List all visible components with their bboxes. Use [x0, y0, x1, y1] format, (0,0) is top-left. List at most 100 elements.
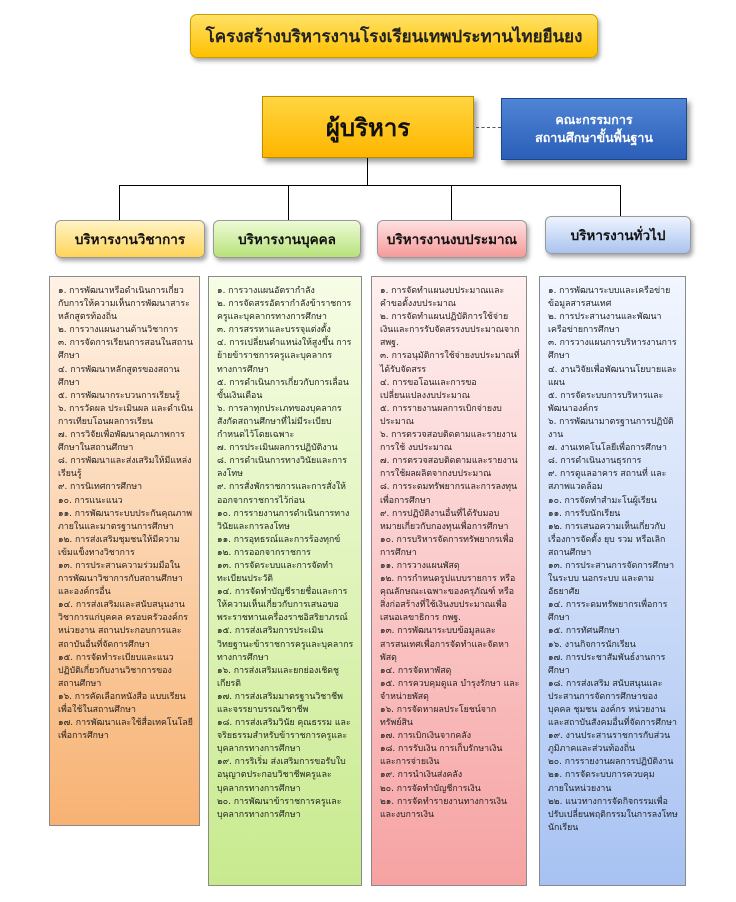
- committee-connector: [476, 127, 501, 128]
- task-item: ๘. การดำเนินงานธุรการ: [548, 456, 642, 467]
- task-item: ๑๑. การพัฒนาระบบประกันคุณภาพภายในและมาตร…: [58, 508, 193, 532]
- task-item: ๑๘. การส่งเสริมวินัย คุณธรรม และจริยธรรม…: [217, 718, 351, 755]
- task-item: ๔. งานวิจัยเพื่อพัฒนานโยบายและแผน: [548, 364, 677, 388]
- task-item: ๑๑. การอุทธรณ์และการร้องทุกข์: [217, 534, 341, 545]
- task-item: ๒. การจัดทำแผนปฏิบัติการใช้จ่ายเงินและกา…: [380, 312, 520, 349]
- dept-header-general: บริหารงานทั่วไป: [545, 216, 691, 254]
- task-item: ๒๑. การจัดทำรายงานทางการเงินและงบการเงิน: [380, 796, 507, 820]
- task-item: ๑๙. การนำเงินส่งคลัง: [380, 770, 463, 781]
- task-item: ๑๖. งานกิจการนักเรียน: [548, 639, 636, 650]
- task-item: ๖. การลาทุกประเภทของบุคลากรสังกัดสถานศึก…: [217, 403, 342, 441]
- task-item: ๑๕. การจัดทำระเบียบและแนวปฏิบัติเกี่ยวกั…: [58, 652, 174, 689]
- task-item: ๒. การวางแผนงานด้านวิชาการ: [58, 325, 179, 336]
- executive-stem: [367, 158, 368, 185]
- task-item: ๒๐. การจัดทำบัญชีการเงิน: [380, 783, 481, 794]
- task-item: ๕. การรายงานผลการเบิกจ่ายงบประมาณ: [380, 403, 502, 427]
- task-item: ๑. การพัฒนาหรือดำเนินการเกี่ยวกับการให้ค…: [58, 286, 190, 323]
- task-item: ๑. การจัดทำแผนงบประมาณและคำขอตั้งงบประมา…: [380, 286, 505, 310]
- task-item: ๑๙. งานประสานราชการกับส่วนภูมิภาคและส่วน…: [548, 731, 671, 755]
- task-item: ๓. การจัดการเรียนการสอนในสถานศึกษา: [58, 338, 193, 362]
- executive-box: ผู้บริหาร: [262, 96, 474, 158]
- task-item: ๑๗. การประชาสัมพันธ์งานการศึกษา: [548, 652, 666, 676]
- task-item: ๕. การจัดระบบการบริหารและพัฒนาองค์กร: [548, 390, 664, 414]
- task-item: ๒๒. แนวทางการจัดกิจกรรมเพื่อปรับเปลี่ยนพ…: [548, 796, 678, 833]
- task-item: ๑๒. การเสนอความเห็นเกี่ยวกับเรื่องการจัด…: [548, 521, 666, 558]
- branch-drop-academic: [119, 185, 120, 220]
- task-item: ๑. การวางแผนอัตรากำลัง: [217, 286, 315, 296]
- task-item: ๑๘. การส่งเสริม สนับสนุนและประสานการจัดก…: [548, 678, 677, 729]
- task-item: ๑๑. การวางแผนพัสดุ: [380, 560, 460, 571]
- task-item: ๔. การเปลี่ยนตำแหน่งให้สูงขึ้น การย้ายข้…: [217, 338, 352, 375]
- task-item: ๑๔. การจัดหาพัสดุ: [380, 665, 452, 676]
- task-item: ๙. การนิเทศการศึกษา: [58, 482, 143, 493]
- task-item: ๑๕. การควบคุมดูแล บำรุงรักษา และจำหน่ายพ…: [380, 678, 520, 702]
- task-item: ๙. การสั่งพักราชการและการสั่งให้ออกจากรา…: [217, 482, 346, 506]
- task-item: ๑๐. การบริหารจัดการทรัพยากรเพื่อการศึกษา: [380, 534, 514, 558]
- task-item: ๑๖. การคัดเลือกหนังสือ แบบเรียนเพื่อใช้ใ…: [58, 691, 186, 715]
- task-item: ๒. การจัดสรรอัตรากำลังข้าราชการครูและบุค…: [217, 299, 352, 323]
- task-item: ๓. การวางแผนการบริหารงานการศึกษา: [548, 338, 677, 362]
- task-item: ๑๔. การส่งเสริมและสนับสนุนงานวิชาการแก่บ…: [58, 600, 188, 650]
- task-item: ๖. การพัฒนามาตรฐานการปฏิบัติงาน: [548, 416, 674, 441]
- task-item: ๖. การวัดผล ประเมินผล และดำเนินการเทียบโ…: [58, 403, 193, 427]
- task-item: ๘. การดำเนินการทางวินัยและการลงโทษ: [217, 456, 347, 480]
- task-item: ๗. การประเมินผลการปฏิบัติงาน: [217, 443, 338, 454]
- task-list-general: ๑. การพัฒนาระบบและเครือข่ายข้อมูลสารสนเท…: [539, 276, 686, 886]
- task-item: ๑๓. การประสานความร่วมมือในการพัฒนาวิชากา…: [58, 560, 183, 598]
- task-item: ๑๓. การพัฒนาระบบข้อมูลและสารสนเทศเพื่อกา…: [380, 626, 509, 663]
- task-list-budget: ๑. การจัดทำแผนงบประมาณและคำขอตั้งงบประมา…: [371, 276, 527, 886]
- task-item: ๓. การสรรหาและบรรจุแต่งตั้ง: [217, 325, 331, 336]
- task-item: ๑๒. การส่งเสริมชุมชนให้มีความเข้มแข็งทาง…: [58, 534, 180, 558]
- task-item: ๗. การตรวจสอบติดตามและรายงานการใช้ผลผลิต…: [380, 456, 518, 480]
- task-item: ๑๒. การออกจากราชการ: [217, 547, 311, 558]
- task-item: ๑๖. การส่งเสริมและยกย่องเชิดชูเกียรติ: [217, 665, 339, 689]
- branch-bar: [119, 185, 620, 186]
- task-item: ๕. การดำเนินการเกี่ยวกับการเลื่อนขั้นเงิ…: [217, 377, 349, 401]
- branch-drop-general: [620, 185, 621, 216]
- task-item: ๑๓. การประสานการจัดการศึกษาในระบบ นอกระบ…: [548, 560, 675, 598]
- committee-box: คณะกรรมการ สถานศึกษาขั้นพื้นฐาน: [501, 98, 687, 160]
- branch-drop-budget: [451, 185, 452, 220]
- task-item: ๑๑. การรับนักเรียน: [548, 508, 621, 519]
- task-list-personnel: ๑. การวางแผนอัตรากำลัง๒. การจัดสรรอัตราก…: [208, 276, 362, 886]
- committee-line-1: คณะกรรมการ: [555, 111, 633, 127]
- task-item: ๙. การดูแลอาคาร สถานที่ และสภาพแวดล้อม: [548, 469, 667, 493]
- task-item: ๔. การพัฒนาหลักสูตรของสถานศึกษา: [58, 364, 180, 388]
- task-item: ๙. การปฏิบัติงานอื่นที่ได้รับมอบหมายเกี่…: [380, 508, 509, 532]
- task-item: ๒๑. การจัดระบบการควบคุมภายในหน่วยงาน: [548, 770, 655, 794]
- task-item: ๘. การพัฒนาและส่งเสริมให้มีแหล่งเรียนรู้: [58, 456, 192, 480]
- task-item: ๑. การพัฒนาระบบและเครือข่ายข้อมูลสารสนเท…: [548, 286, 671, 310]
- task-item: ๑๗. การพัฒนาและใช้สื่อเทคโนโลยีเพื่อการศ…: [58, 718, 193, 742]
- task-item: ๖. การตรวจสอบติดตามและรายงานการใช้ งบประ…: [380, 430, 517, 454]
- page-title: โครงสร้างบริหารงานโรงเรียนเทพประทานไทยยื…: [190, 14, 598, 58]
- task-item: ๑๕. การทัศนศึกษา: [548, 626, 620, 637]
- task-item: ๑๓. การจัดระบบและการจัดทำทะเบียนประวัติ: [217, 560, 334, 585]
- task-item: ๒๐. การรายงานผลการปฏิบัติงาน: [548, 757, 674, 768]
- task-item: ๑๕. การส่งเสริมการประเมินวิทยฐานะข้าราชก…: [217, 626, 354, 663]
- task-item: ๑๐. การแนะแนว: [58, 495, 123, 506]
- task-item: ๗. งานเทคโนโลยีเพื่อการศึกษา: [548, 443, 667, 454]
- task-item: ๑๗. การส่งเสริมมาตรฐานวิชาชีพและจรรยาบรร…: [217, 691, 343, 715]
- task-item: ๑๘. การรับเงิน การเก็บรักษาเงิน และการจ่…: [380, 744, 503, 768]
- task-item: ๑๙. การริเริ่ม ส่งเสริมการขอรับใบอนุญาตป…: [217, 757, 346, 794]
- task-item: ๑๔. การจัดทำบัญชีรายชื่อและการให้ความเห็…: [217, 587, 348, 624]
- task-item: ๓. การอนุมัติการใช้จ่ายงบประมาณที่ได้รับ…: [380, 351, 520, 375]
- task-item: ๕. การพัฒนากระบวนการเรียนรู้: [58, 390, 180, 401]
- task-item: ๑๔. การระดมทรัพยากรเพื่อการศึกษา: [548, 600, 668, 624]
- task-item: ๗. การวิจัยเพื่อพัฒนาคุณภาพการศึกษาในสถา…: [58, 430, 185, 454]
- task-item: ๘. การระดมทรัพยากรและการลงทุนเพื่อการศึก…: [380, 482, 518, 506]
- dept-header-academic: บริหารงานวิชาการ: [55, 220, 205, 258]
- task-list-academic: ๑. การพัฒนาหรือดำเนินการเกี่ยวกับการให้ค…: [49, 276, 200, 826]
- branch-drop-personnel: [288, 185, 289, 220]
- dept-header-budget: บริหารงานงบประมาณ: [377, 220, 527, 258]
- task-item: ๔. การขอโอนและการขอเปลี่ยนแปลงงบประมาณ: [380, 377, 477, 401]
- task-item: ๑๗. การเบิกเงินจากคลัง: [380, 731, 472, 742]
- task-item: ๒. การประสานงานและพัฒนาเครือข่ายการศึกษา: [548, 312, 662, 336]
- task-item: ๑๒. การกำหนดรูปแบบรายการ หรือคุณลักษณะเฉ…: [380, 574, 516, 624]
- dept-header-personnel: บริหารงานบุคคล: [213, 220, 361, 258]
- task-item: ๑๐. การจัดทำสำมะโนผู้เรียน: [548, 495, 657, 506]
- task-item: ๑๖. การจัดหาผลประโยชน์จากทรัพย์สิน: [380, 705, 497, 729]
- committee-line-2: สถานศึกษาขั้นพื้นฐาน: [535, 130, 653, 145]
- task-item: ๒๐. การพัฒนาข้าราชการครูและบุคลากรทางการ…: [217, 796, 342, 820]
- task-item: ๑๐. การรายงานการดำเนินการทางวินัยและการล…: [217, 508, 350, 532]
